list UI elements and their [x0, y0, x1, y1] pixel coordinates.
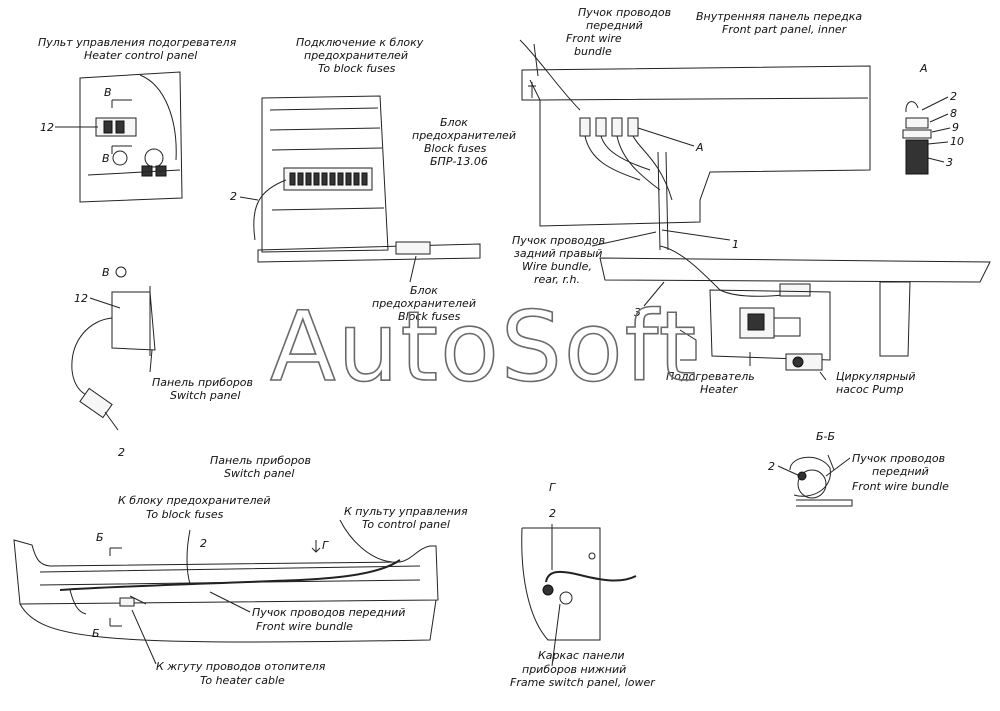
frame-label-en: Frame switch panel, lower — [510, 676, 656, 689]
block-conn-label-ru1: Подключение к блоку — [296, 36, 424, 49]
pump-unit — [785, 353, 823, 371]
view-b-label: В — [102, 266, 110, 279]
view-g-label: Г — [549, 481, 556, 494]
switch-panel-assembly: Панель приборов Switch panel К блоку пре… — [13, 454, 468, 687]
fuse-block-label-en: Block fuses — [424, 142, 487, 155]
heater-unit — [739, 307, 801, 339]
heater-control-panel-label-ru: Пульт управления подогревателя — [38, 36, 237, 49]
switch-panel-label-ru: Панель приборов — [152, 376, 253, 389]
frame-label-ru2: приборов нижний — [522, 663, 626, 676]
heater-label-en: Heater — [700, 383, 739, 396]
fuse-block-label-ru1: Блок — [440, 116, 468, 129]
fuse-block2-label-en: Block fuses — [398, 310, 461, 323]
switch-panel-label-en: Switch panel — [170, 389, 240, 402]
inner-panel-label-en: Front part panel, inner — [722, 23, 848, 36]
pump-label-ru1: Циркулярный — [836, 370, 915, 383]
front-bundle2-label-ru: Пучок проводов передний — [252, 606, 405, 619]
front-bundle-label-ru1: Пучок проводов — [578, 6, 671, 19]
rear-bundle-label-en1: Wire bundle, — [522, 260, 592, 273]
fuse-block-label-ru2: предохранителей — [412, 129, 516, 142]
section-bb-view: Б-Б 2 Пучок проводов передний Front wire… — [768, 430, 949, 507]
front-panel-inner-view: Пучок проводов передний Front wire bundl… — [512, 6, 991, 396]
switch-panel-view-b: В 12 2 Панель приборов Switch panel — [71, 266, 253, 459]
view-a-detail: А 2 8 9 10 3 — [902, 62, 964, 175]
front-bundle-label-ru2: передний — [586, 19, 643, 32]
view-g-arrow-label: Г — [322, 539, 329, 552]
callout-1: 1 — [732, 238, 739, 251]
callout-2-a: 2 — [950, 90, 957, 103]
callout-2-fuse: 2 — [230, 190, 237, 203]
to-heater-label-ru: К жгуту проводов отопителя — [156, 660, 326, 673]
callout-3-mid: 3 — [634, 306, 641, 319]
front-bundle-label-en1: Front wire — [566, 32, 622, 45]
callout-3-a: 3 — [946, 156, 953, 169]
to-fuses-label-ru: К блоку предохранителей — [118, 494, 270, 507]
callout-12-top: 12 — [40, 121, 54, 134]
callout-12-mid: 12 — [74, 292, 88, 305]
to-heater-label-en: To heater cable — [200, 674, 285, 687]
fuse-block-slots — [289, 172, 368, 186]
callout-2-g: 2 — [549, 507, 556, 520]
to-control-label-ru: К пульту управления — [344, 505, 468, 518]
front-bundle3-label-en: Front wire bundle — [852, 480, 949, 493]
callout-8: 8 — [950, 107, 957, 120]
heater-control-panel-view: Пульт управления подогревателя Heater co… — [38, 36, 237, 203]
callout-9: 9 — [952, 121, 959, 134]
section-b-bottom-label: Б — [92, 627, 100, 640]
to-control-label-en: To control panel — [362, 518, 450, 531]
to-fuses-label-en: To block fuses — [146, 508, 224, 521]
front-bundle3-label-ru1: Пучок проводов — [852, 452, 945, 465]
section-bb-label: Б-Б — [816, 430, 835, 443]
fuse-block-code: БПР-13.06 — [430, 155, 488, 168]
rear-bundle-label-en2: rear, r.h. — [534, 273, 580, 286]
callout-2-bottom: 2 — [200, 537, 207, 550]
front-bundle2-label-en: Front wire bundle — [256, 620, 353, 633]
switch-panel2-label-ru: Панель приборов — [210, 454, 311, 467]
rear-bundle-label-ru2: задний правый — [514, 247, 602, 260]
callout-10: 10 — [950, 135, 964, 148]
inner-panel-label-ru: Внутренняя панель передка — [696, 10, 862, 23]
section-b-top-label: Б — [96, 531, 104, 544]
switch-panel2-label-en: Switch panel — [224, 467, 294, 480]
block-conn-label-ru2: предохранителей — [304, 49, 408, 62]
view-b-upper-label: В — [104, 86, 112, 99]
frame-label-ru1: Каркас панели — [538, 649, 625, 662]
view-a-callout: А — [695, 141, 704, 154]
block-conn-label-en: To block fuses — [318, 62, 396, 75]
view-a-label: А — [919, 62, 928, 75]
rear-bundle-label-ru1: Пучок проводов — [512, 234, 605, 247]
fuse-block-view: Подключение к блоку предохранителей To b… — [230, 36, 516, 323]
front-bundle-label-en2: bundle — [574, 45, 612, 58]
view-b-lower-label: В — [102, 152, 110, 165]
fuse-block2-label-ru1: Блок — [410, 284, 438, 297]
front-bundle3-label-ru2: передний — [872, 465, 929, 478]
connector-group — [579, 117, 673, 201]
view-g-detail: Г 2 Каркас панели приборов нижний Frame … — [510, 481, 656, 689]
fuse-block2-label-ru2: предохранителей — [372, 297, 476, 310]
pump-label-ru2: насос Pump — [836, 383, 904, 396]
callout-2-switch: 2 — [118, 446, 125, 459]
callout-2-bb: 2 — [768, 460, 775, 473]
watermark: AutoSoft — [270, 291, 698, 403]
heater-control-panel-label-en: Heater control panel — [84, 49, 197, 62]
heater-label-ru: Подогреватель — [666, 370, 755, 383]
